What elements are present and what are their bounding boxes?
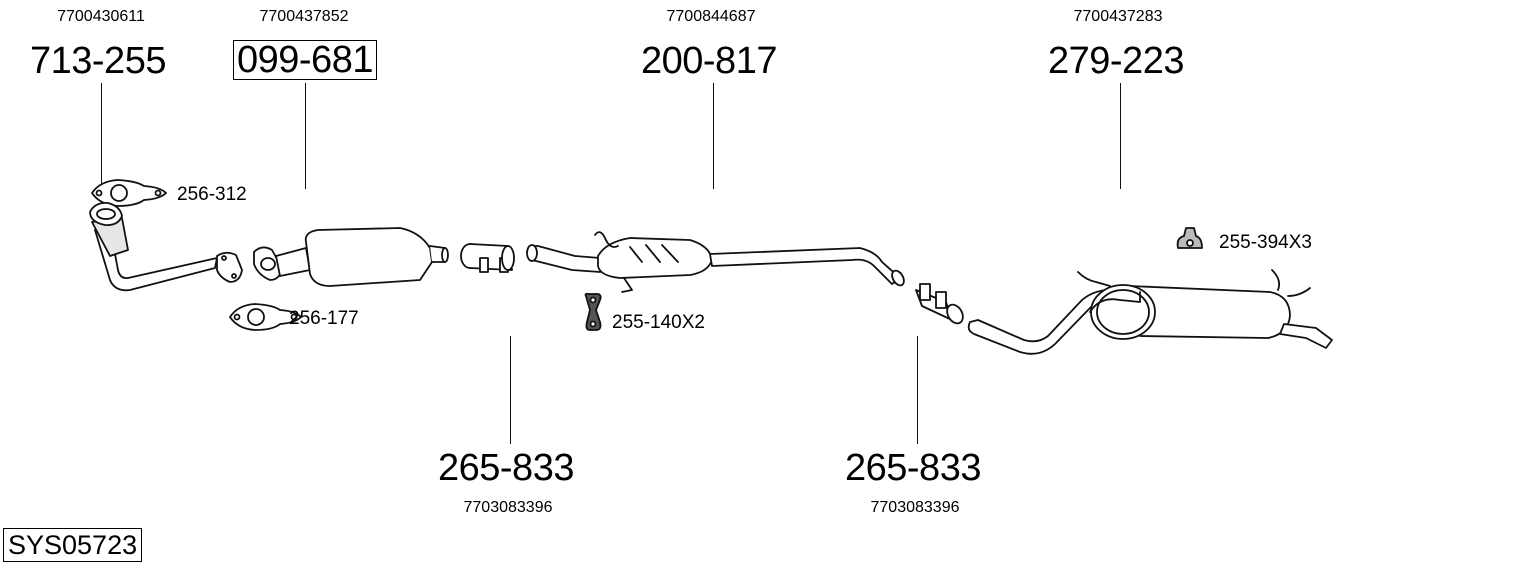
oem-number-200-817: 7700844687	[666, 8, 756, 25]
leader-line-279-223	[1120, 83, 1121, 189]
part-number-099-681[interactable]: 099-681	[233, 40, 377, 80]
rubber-hanger-icon	[584, 292, 602, 331]
rear-silencer-drawing	[967, 269, 1333, 355]
rubber-mount-icon	[1176, 227, 1203, 249]
catalytic-converter-drawing	[253, 227, 449, 287]
accessory-label-255-394x3[interactable]: 255-394X3	[1219, 232, 1312, 253]
front-pipe-drawing	[89, 202, 243, 292]
center-silencer-drawing	[526, 231, 905, 293]
accessory-label-256-177[interactable]: 256-177	[289, 308, 359, 329]
accessory-label-255-140x2[interactable]: 255-140X2	[612, 312, 705, 333]
part-number-713-255[interactable]: 713-255	[30, 40, 166, 82]
accessory-label-256-312[interactable]: 256-312	[177, 184, 247, 205]
gasket-icon	[91, 179, 167, 207]
clamp-drawing	[915, 283, 964, 325]
leader-line-265-833-b	[917, 336, 918, 444]
system-id: SYS05723	[3, 528, 143, 562]
part-number-265-833-b[interactable]: 265-833	[845, 447, 981, 489]
part-number-279-223[interactable]: 279-223	[1048, 40, 1184, 82]
oem-number-279-223: 7700437283	[1073, 8, 1163, 25]
leader-line-200-817	[713, 83, 714, 189]
oem-number-265-833-a: 7703083396	[463, 499, 553, 516]
oem-number-099-681: 7700437852	[259, 8, 349, 25]
oem-number-713-255: 7700430611	[57, 8, 145, 25]
part-number-265-833-a[interactable]: 265-833	[438, 447, 574, 489]
leader-line-099-681	[305, 83, 306, 189]
leader-line-713-255	[101, 83, 102, 189]
leader-line-265-833-a	[510, 336, 511, 444]
part-number-200-817[interactable]: 200-817	[641, 40, 777, 82]
oem-number-265-833-b: 7703083396	[870, 499, 960, 516]
clamp-drawing	[460, 243, 515, 273]
gasket-icon	[229, 303, 302, 331]
